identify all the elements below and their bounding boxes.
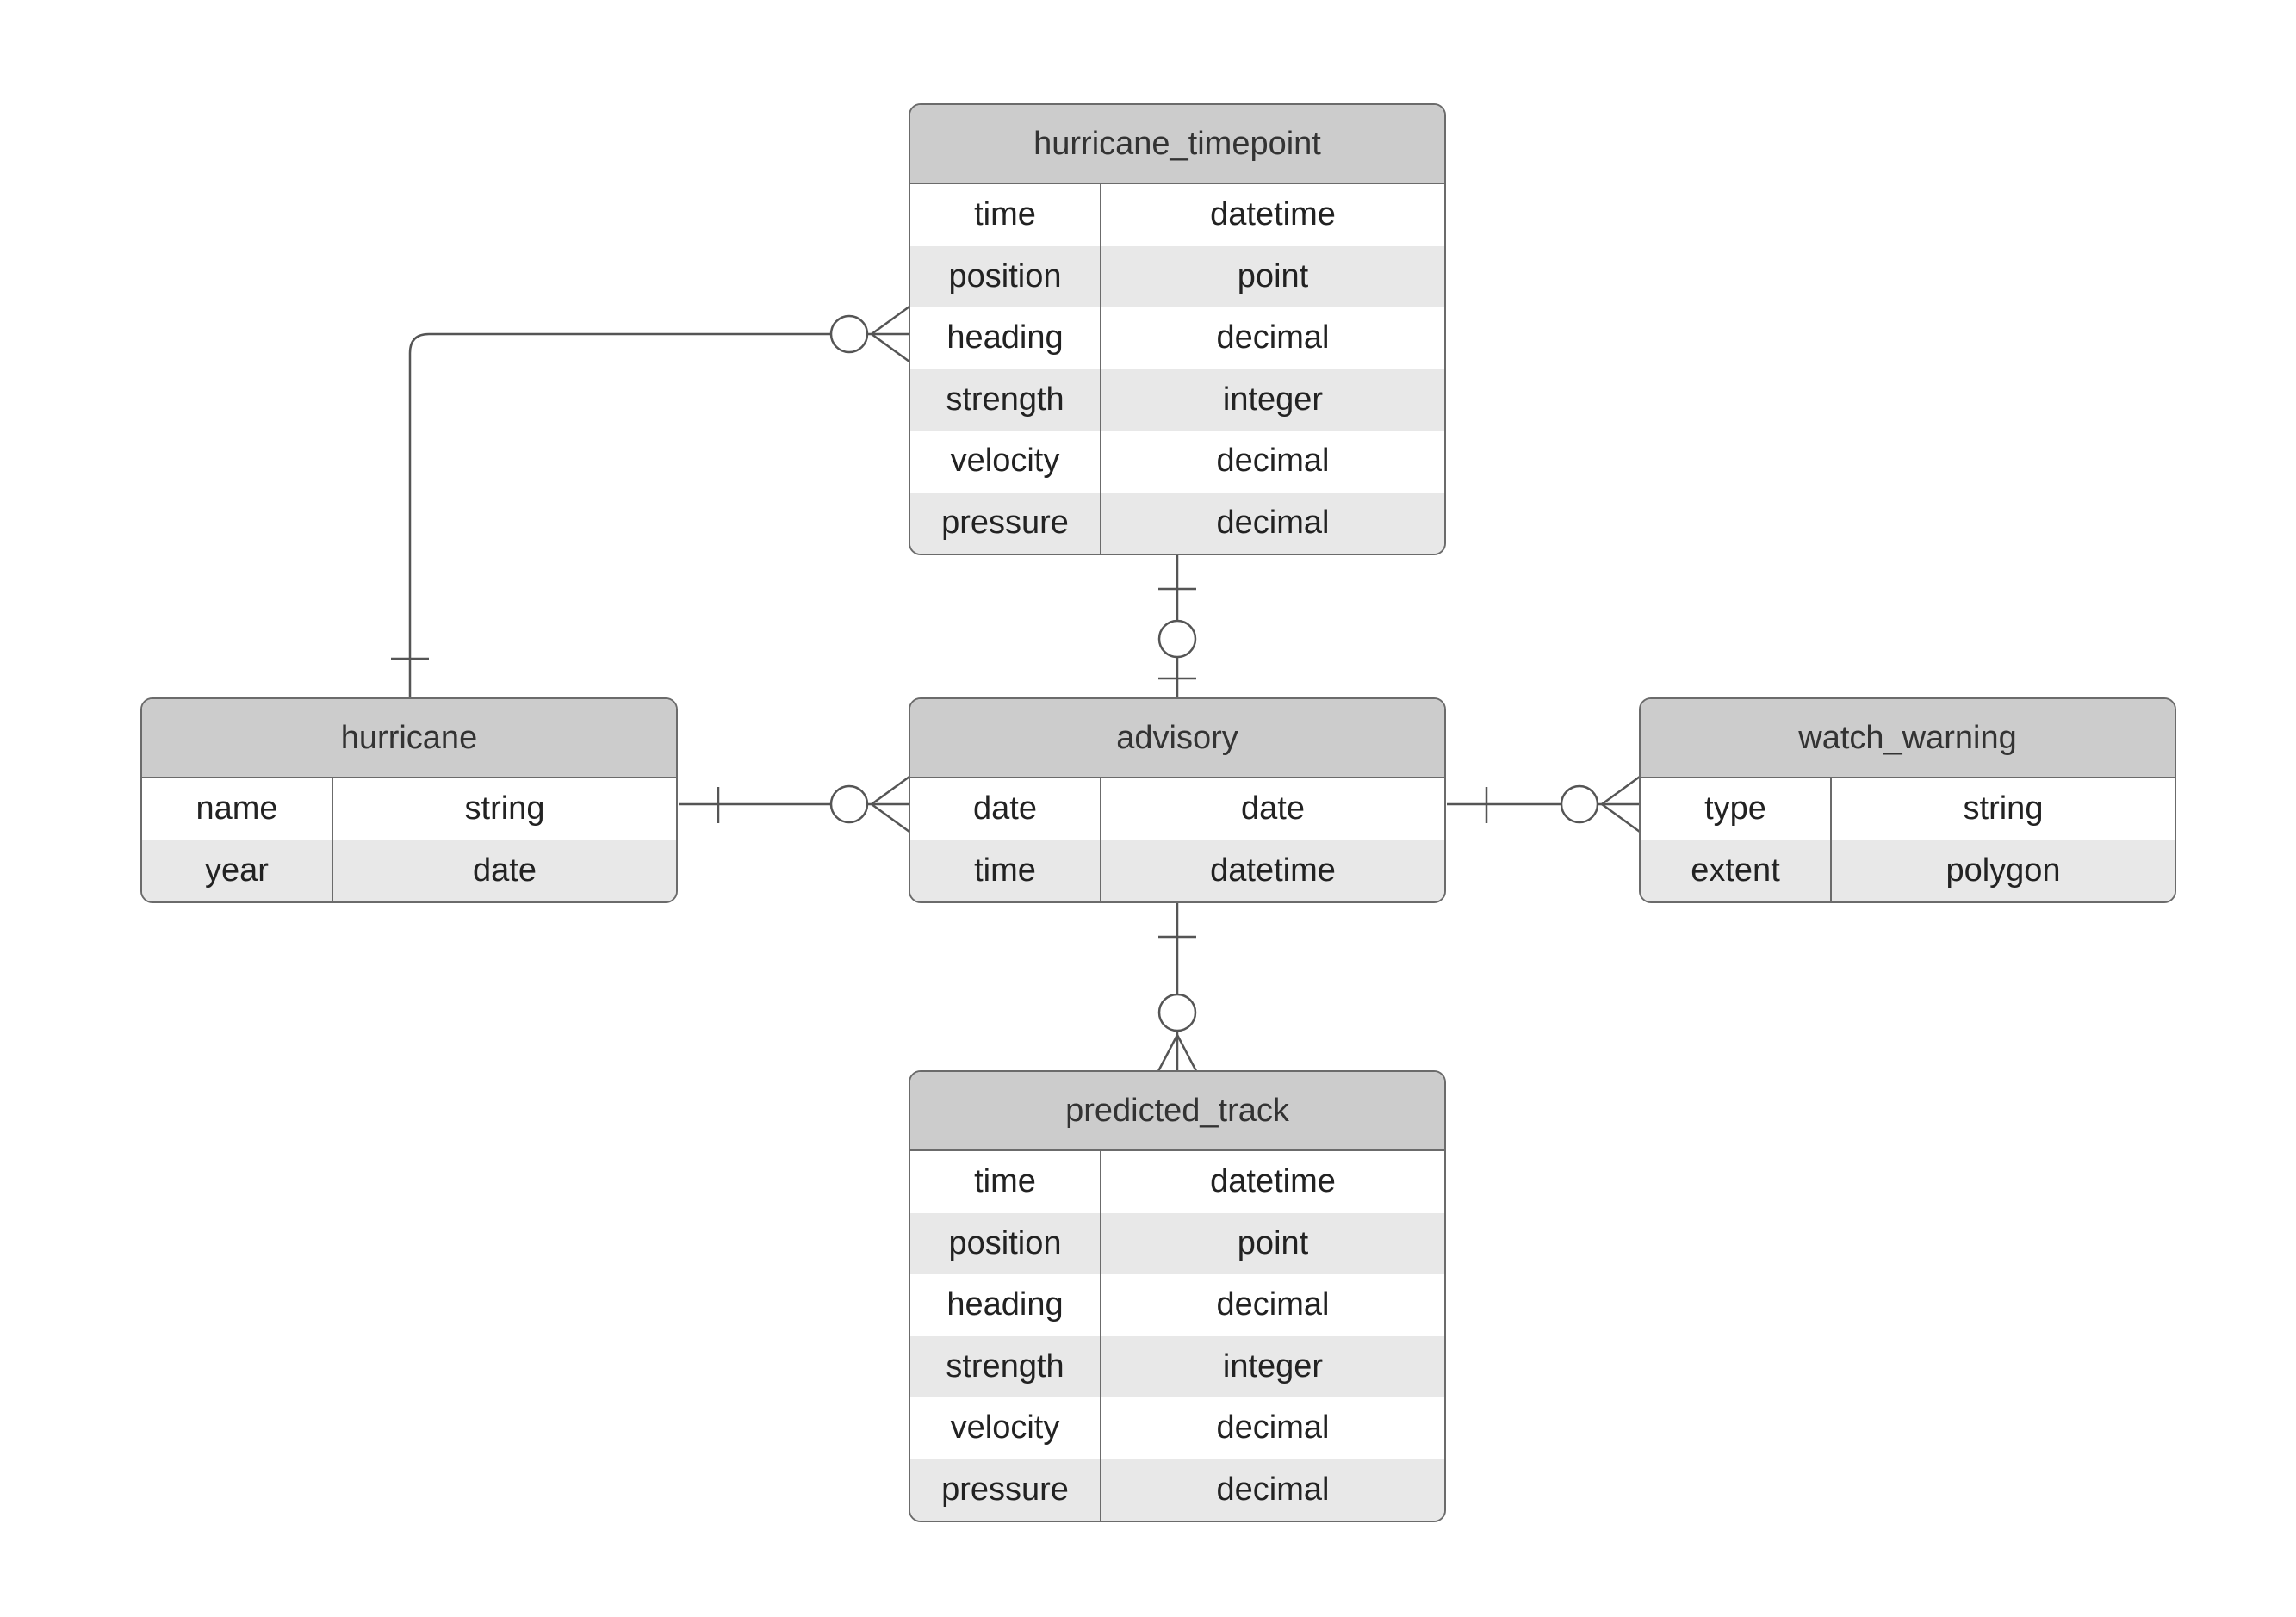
field-row: velocity decimal bbox=[910, 1397, 1444, 1459]
field-row: heading decimal bbox=[910, 1274, 1444, 1336]
field-type: decimal bbox=[1216, 319, 1330, 356]
field-name: date bbox=[910, 778, 1101, 840]
rel-timepoint-advisory bbox=[1157, 549, 1197, 697]
field-row: time datetime bbox=[910, 839, 1444, 901]
field-name: strength bbox=[910, 1335, 1101, 1397]
rel-advisory-watch-warning bbox=[1447, 775, 1641, 833]
entity-watch-warning: watch_warning type string extent polygon bbox=[1639, 697, 2176, 903]
field-name: pressure bbox=[910, 492, 1101, 554]
field-type: datetime bbox=[1210, 1163, 1336, 1200]
field-name: position bbox=[910, 1212, 1101, 1274]
field-name: velocity bbox=[910, 1397, 1101, 1459]
entity-advisory: advisory date date time datetime bbox=[909, 697, 1446, 903]
field-name: heading bbox=[910, 1274, 1101, 1336]
field-row: name string bbox=[142, 778, 676, 840]
field-row: year date bbox=[142, 839, 676, 901]
entity-title: hurricane bbox=[142, 699, 676, 778]
field-name: type bbox=[1641, 778, 1832, 840]
field-name: velocity bbox=[910, 431, 1101, 493]
field-type: date bbox=[1241, 790, 1305, 827]
field-name: name bbox=[142, 778, 333, 840]
field-row: velocity decimal bbox=[910, 431, 1444, 493]
field-name: time bbox=[910, 184, 1101, 246]
field-type: decimal bbox=[1216, 1286, 1330, 1323]
field-row: strength integer bbox=[910, 369, 1444, 431]
rel-hurricane-advisory bbox=[679, 775, 910, 833]
field-row: time datetime bbox=[910, 1151, 1444, 1213]
entity-predicted-track: predicted_track time datetime position poi… bbox=[909, 1070, 1446, 1522]
field-row: position point bbox=[910, 1212, 1444, 1274]
field-type: string bbox=[1963, 790, 2044, 827]
entity-hurricane-timepoint: hurricane_timepoint time datetime positio… bbox=[909, 103, 1446, 555]
entity-title: hurricane_timepoint bbox=[910, 105, 1444, 184]
field-type: decimal bbox=[1216, 504, 1330, 541]
rel-hurricane-timepoint bbox=[391, 305, 910, 697]
field-row: pressure decimal bbox=[910, 1459, 1444, 1521]
rel-advisory-predicted-track bbox=[1157, 897, 1198, 1072]
entity-title: advisory bbox=[910, 699, 1444, 778]
field-type: datetime bbox=[1210, 196, 1336, 233]
field-name: position bbox=[910, 245, 1101, 307]
field-row: time datetime bbox=[910, 184, 1444, 246]
field-type: integer bbox=[1222, 1348, 1324, 1385]
field-type: string bbox=[464, 790, 545, 827]
field-type: decimal bbox=[1216, 1409, 1330, 1447]
field-row: pressure decimal bbox=[910, 492, 1444, 554]
field-name: extent bbox=[1641, 839, 1832, 901]
field-type: polygon bbox=[1945, 852, 2061, 889]
field-name: time bbox=[910, 1151, 1101, 1213]
entity-title: predicted_track bbox=[910, 1072, 1444, 1151]
field-name: year bbox=[142, 839, 333, 901]
field-row: date date bbox=[910, 778, 1444, 840]
entity-hurricane: hurricane name string year date bbox=[140, 697, 678, 903]
field-row: extent polygon bbox=[1641, 839, 2175, 901]
field-row: strength integer bbox=[910, 1335, 1444, 1397]
field-type: point bbox=[1237, 1224, 1309, 1261]
field-row: type string bbox=[1641, 778, 2175, 840]
field-type: decimal bbox=[1216, 1471, 1330, 1508]
field-type: date bbox=[473, 852, 537, 889]
field-type: datetime bbox=[1210, 852, 1336, 889]
field-name: pressure bbox=[910, 1459, 1101, 1521]
field-type: integer bbox=[1222, 381, 1324, 418]
field-type: point bbox=[1237, 257, 1309, 294]
field-name: strength bbox=[910, 369, 1101, 431]
field-name: heading bbox=[910, 307, 1101, 369]
entity-title: watch_warning bbox=[1641, 699, 2175, 778]
field-name: time bbox=[910, 839, 1101, 901]
field-type: decimal bbox=[1216, 443, 1330, 480]
field-row: position point bbox=[910, 245, 1444, 307]
field-row: heading decimal bbox=[910, 307, 1444, 369]
